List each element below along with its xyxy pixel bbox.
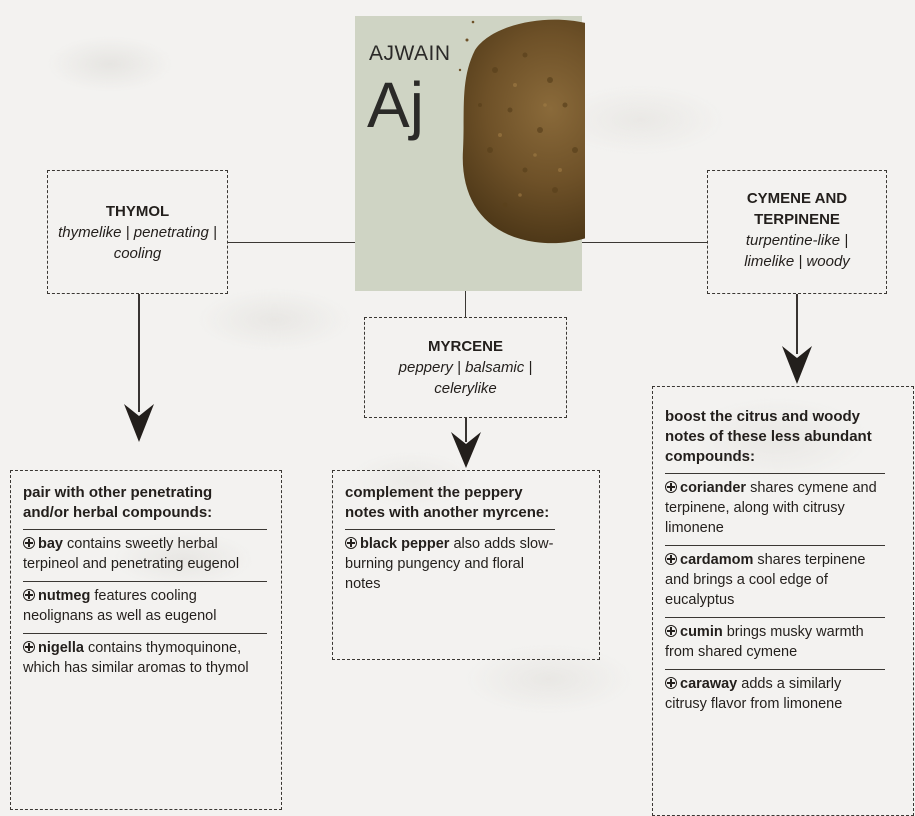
pairing-text: shares terpinene and brings a cool edge … <box>665 552 866 608</box>
pairing-box-thymol: pair with other penetrating and/or herba… <box>10 470 282 810</box>
connector-cymene <box>582 242 707 244</box>
connector-myrcene <box>465 291 467 317</box>
compound-box-myrcene: MYRCENE peppery | balsamic | celerylike <box>364 317 567 418</box>
pairing-title: pair with other penetrating and/or herba… <box>23 484 213 521</box>
plus-circle-icon <box>665 553 677 565</box>
pairing-item: caraway adds a similarly citrusy flavor … <box>665 669 885 721</box>
compound-notes: peppery | balsamic | celerylike <box>398 359 533 397</box>
pairing-item: nutmeg features cooling neolignans as we… <box>23 581 267 633</box>
compound-box-cymene-terpinene: CYMENE AND TERPINENE turpentine-like | l… <box>707 170 887 294</box>
pairing-box-cymene-terpinene: boost the citrus and woody notes of thes… <box>652 386 914 816</box>
pairing-item: black pepper also adds slow-burning pung… <box>345 529 555 601</box>
pairing-item: cardamom shares terpinene and brings a c… <box>665 545 885 617</box>
compound-notes: thymelike | penetrating | cooling <box>58 224 217 262</box>
spice-hero-panel: AJWAIN Aj <box>355 16 585 291</box>
pairing-item: bay contains sweetly herbal terpineol an… <box>23 529 267 581</box>
plus-circle-icon <box>23 641 35 653</box>
pairing-text: also adds slow-burning pungency and flor… <box>345 536 554 592</box>
pairing-spice: cardamom <box>680 552 754 568</box>
compound-name: THYMOL <box>105 203 170 220</box>
compound-name: CYMENE AND TERPINENE <box>746 190 848 228</box>
arrow-down-icon <box>782 294 812 384</box>
pairing-spice: coriander <box>680 480 747 496</box>
pairing-text: shares cymene and terpinene, along with … <box>665 480 877 536</box>
compound-name: MYRCENE <box>427 338 503 355</box>
connector-thymol <box>228 242 355 244</box>
spice-symbol: Aj <box>367 69 424 141</box>
pairing-spice: nutmeg <box>38 588 91 604</box>
plus-circle-icon <box>23 589 35 601</box>
spice-name: AJWAIN <box>369 42 451 65</box>
pairing-spice: black pepper <box>360 536 450 552</box>
pairing-item: cumin brings musky warmth from shared cy… <box>665 617 885 669</box>
pairing-text: contains thymoquinone, which has similar… <box>23 640 249 676</box>
plus-circle-icon <box>665 677 677 689</box>
pairing-title: complement the peppery notes with anothe… <box>345 484 550 521</box>
pairing-text: contains sweetly herbal terpineol and pe… <box>23 536 240 572</box>
pairing-text: features cooling neolignans as well as e… <box>23 588 217 624</box>
pairing-item: nigella contains thymoquinone, which has… <box>23 633 267 685</box>
pairing-text: adds a similarly citrusy flavor from lim… <box>665 676 843 712</box>
compound-box-thymol: THYMOL thymelike | penetrating | cooling <box>47 170 228 294</box>
ajwain-powder-image <box>458 19 585 244</box>
compound-notes: turpentine-like | limelike | woody <box>744 232 850 270</box>
arrow-down-icon <box>124 294 154 442</box>
pairing-spice: cumin <box>680 624 723 640</box>
pairing-text: brings musky warmth from shared cymene <box>665 624 864 660</box>
pairing-item: coriander shares cymene and terpinene, a… <box>665 473 885 545</box>
plus-circle-icon <box>345 537 357 549</box>
pairing-title: boost the citrus and woody notes of thes… <box>665 408 872 465</box>
arrow-down-icon <box>451 418 481 468</box>
pairing-spice: bay <box>38 536 63 552</box>
pairing-box-myrcene: complement the peppery notes with anothe… <box>332 470 600 660</box>
pairing-spice: caraway <box>680 676 738 692</box>
plus-circle-icon <box>665 481 677 493</box>
plus-circle-icon <box>23 537 35 549</box>
pairing-spice: nigella <box>38 640 84 656</box>
plus-circle-icon <box>665 625 677 637</box>
